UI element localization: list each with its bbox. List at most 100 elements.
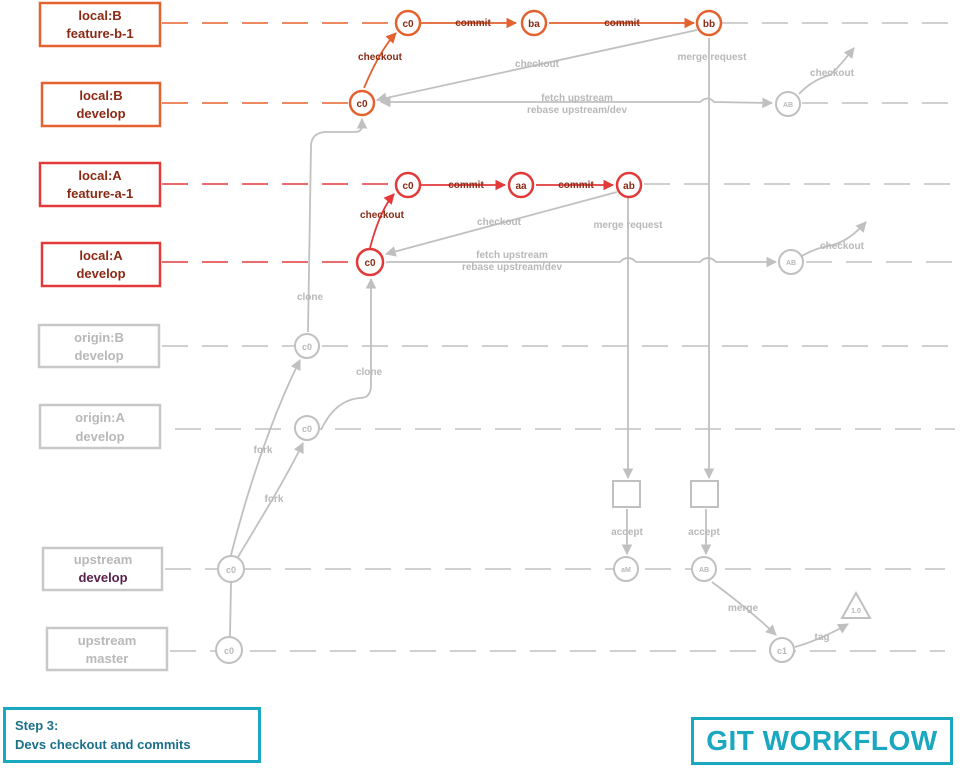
- branch-name-origina-develop-1: origin:A: [75, 410, 125, 425]
- label-commit-a2: commit: [558, 180, 594, 191]
- label-fetch-b: fetch upstream: [541, 93, 613, 104]
- colored-connectors: [363, 17, 696, 249]
- commit-node-ad-c0: [355, 247, 385, 277]
- commit-node-b-c0: [394, 9, 422, 37]
- checkout-arrow-ab-a: [801, 221, 867, 257]
- branch-box-originb-develop: [37, 323, 161, 369]
- fetch-arrow-local-b: [379, 96, 774, 109]
- commit-node-bd-c0: [348, 89, 376, 117]
- commit-node-um-c0: [215, 636, 243, 664]
- label-checkout-b: checkout: [358, 52, 403, 63]
- label-commit-a1: commit: [448, 180, 484, 191]
- commit-node-ad-ab: [778, 249, 804, 275]
- branch-name-originb-develop-1: origin:B: [74, 330, 124, 345]
- branch-box-localb-develop: [40, 81, 162, 128]
- checkout-arrow-b-back: [375, 29, 698, 104]
- checkout-arrow-b: [363, 32, 397, 89]
- label-merge-request-b: merge request: [678, 52, 748, 63]
- label-checkout-b-back: checkout: [515, 59, 560, 70]
- clone-arrow-local-a: [320, 277, 377, 431]
- tag-label-version: 1.0: [851, 608, 861, 615]
- gray-connectors: [229, 29, 867, 648]
- merge-request-box-a: [612, 480, 641, 508]
- commit-node-bd-ab: [775, 91, 801, 117]
- commit-label-um-c0: c0: [224, 646, 234, 656]
- label-rebase-a: rebase upstream/dev: [462, 262, 562, 273]
- branch-name-localb-feature-1: local:B: [78, 8, 121, 23]
- commit-label-a-c0: c0: [402, 181, 414, 192]
- commit-node-b-bb: [695, 9, 723, 37]
- merge-arrow: [711, 581, 777, 636]
- branch-name-upstream-master-1: upstream: [78, 633, 137, 648]
- label-accept-b: accept: [688, 527, 720, 538]
- commit-label-b-bb: bb: [703, 19, 715, 30]
- label-tag: tag: [815, 632, 830, 643]
- commit-node-ud-am: [613, 556, 639, 582]
- branch-name-origina-develop-2: develop: [75, 429, 124, 444]
- branch-box-localb-feature: [38, 1, 162, 48]
- edge-labels: checkout commit commit checkout merge re…: [254, 18, 865, 643]
- branch-lines: [162, 22, 960, 652]
- label-clone-b: clone: [297, 292, 324, 303]
- connector-master-develop: [229, 582, 232, 637]
- branch-box-upstream-master: [45, 626, 169, 672]
- diagram-title: GIT WORKFLOW: [706, 725, 938, 756]
- label-commit-b1: commit: [455, 18, 491, 29]
- commit-nodes: c0 ba bb c0 AB c0 aa ab c0 AB c0 c0 c0 a…: [215, 9, 872, 664]
- diagram-title-box: GIT WORKFLOW: [691, 717, 953, 765]
- branch-name-upstream-develop-2: develop: [78, 570, 127, 585]
- commit-node-a-c0: [394, 171, 422, 199]
- label-clone-a: clone: [356, 367, 383, 378]
- label-fetch-a: fetch upstream: [476, 250, 548, 261]
- label-accept-a: accept: [611, 527, 643, 538]
- commit-node-a-aa: [507, 171, 535, 199]
- commit-node-ud-ab: [691, 556, 717, 582]
- step-title: Step 3:: [15, 718, 59, 733]
- label-rebase-b: rebase upstream/dev: [527, 105, 627, 116]
- commit-label-bd-ab: AB: [783, 102, 793, 109]
- clone-arrow-local-b: [307, 117, 368, 333]
- merge-request-box-b: [690, 480, 719, 508]
- commit-label-ad-ab: AB: [786, 260, 796, 267]
- tag-arrow: [794, 623, 849, 648]
- branch-name-upstream-develop-1: upstream: [74, 552, 133, 567]
- branch-box-locala-develop: [40, 241, 162, 288]
- commit-label-bd-c0: c0: [356, 99, 368, 110]
- label-fork-b: fork: [254, 445, 273, 456]
- branch-name-localb-develop-1: local:B: [79, 88, 122, 103]
- fork-arrow-origin-b: [230, 359, 301, 556]
- checkout-arrow-a-back: [384, 191, 618, 257]
- branch-name-locala-develop-1: local:A: [79, 248, 123, 263]
- step-description: Devs checkout and commits: [15, 737, 191, 752]
- commit-label-ud-c0: c0: [226, 565, 236, 575]
- commit-node-a-ab: [615, 171, 643, 199]
- commit-label-b-c0: c0: [402, 19, 414, 30]
- commit-label-ud-am: aM: [621, 567, 631, 574]
- label-checkout-ab-b: checkout: [810, 68, 855, 79]
- branch-label-boxes: local:B feature-b-1 local:B develop loca…: [37, 1, 169, 672]
- label-checkout-a-back: checkout: [477, 217, 522, 228]
- branch-box-locala-feature: [38, 161, 162, 208]
- commit-label-ud-ab: AB: [699, 567, 709, 574]
- branch-box-upstream-develop: [41, 546, 164, 592]
- branch-name-locala-feature-1: local:A: [78, 168, 122, 183]
- checkout-arrow-a: [369, 193, 395, 249]
- branch-name-localb-feature-2: feature-b-1: [66, 26, 133, 41]
- fetch-arrow-local-a: [386, 256, 778, 268]
- branch-name-originb-develop-2: develop: [74, 348, 123, 363]
- commit-label-a-aa: aa: [515, 181, 527, 192]
- commit-node-ob-c0: [294, 333, 320, 359]
- commit-node-um-c1: [769, 637, 795, 663]
- fork-arrow-origin-a: [237, 442, 304, 558]
- commit-label-b-ba: ba: [528, 19, 540, 30]
- branch-box-origina-develop: [38, 403, 162, 450]
- step-description-box: Step 3: Devs checkout and commits: [3, 707, 261, 763]
- commit-label-um-c1: c1: [777, 646, 787, 656]
- commit-node-b-ba: [520, 9, 548, 37]
- branch-name-locala-develop-2: develop: [76, 266, 125, 281]
- branch-name-localb-develop-2: develop: [76, 106, 125, 121]
- checkout-arrow-ab-b: [798, 47, 855, 95]
- branch-name-upstream-master-2: master: [86, 651, 129, 666]
- label-merge: merge: [728, 603, 758, 614]
